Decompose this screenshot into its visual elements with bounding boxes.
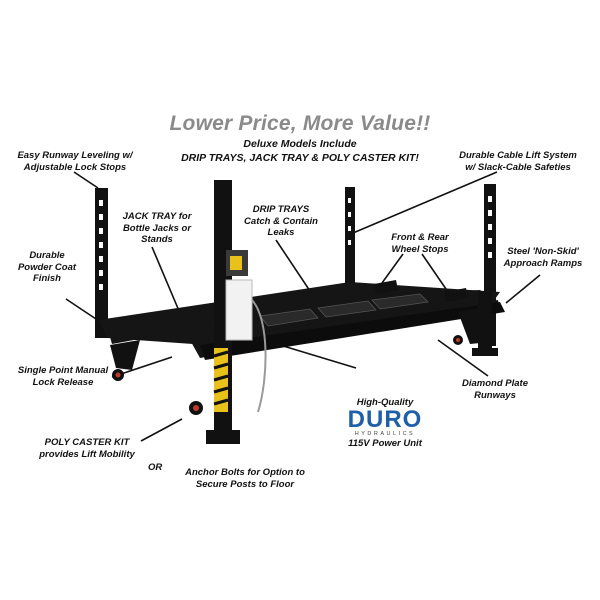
callout-powder-coat: Durable Powder Coat Finish xyxy=(17,250,77,284)
lock-ladder-slots xyxy=(99,196,492,290)
callout-diamond-plate: Diamond Plate Runways xyxy=(462,378,528,401)
callout-lock-release: Single Point Manual Lock Release xyxy=(17,365,109,388)
deluxe-subheading: Deluxe Models Include xyxy=(243,138,357,150)
front-crossbar xyxy=(200,302,505,360)
power-unit-callout: High-Quality DURO HYDRAULICS 115V Power … xyxy=(340,397,430,449)
or-label: OR xyxy=(148,462,163,473)
drip-trays xyxy=(259,293,429,327)
callout-lines xyxy=(65,171,541,442)
duro-hydraulics-text: HYDRAULICS xyxy=(354,431,416,437)
callout-anchor-bolts: Anchor Bolts for Option to Secure Posts … xyxy=(185,467,305,490)
front-right-post xyxy=(478,292,492,354)
callout-approach-ramps: Steel 'Non-Skid' Approach Ramps xyxy=(503,246,583,269)
callout-jack-tray: JACK TRAY for Bottle Jacks or Stands xyxy=(122,211,192,245)
power-unit-spec: 115V Power Unit xyxy=(348,438,422,449)
callout-wheel-stops: Front & Rear Wheel Stops xyxy=(391,232,449,255)
duro-logo: DURO xyxy=(347,406,423,433)
included-features: DRIP TRAYS, JACK TRAY & POLY CASTER KIT! xyxy=(181,152,419,164)
callout-caster-kit: POLY CASTER KIT provides Lift Mobility xyxy=(39,437,135,460)
headline: Lower Price, More Value!! xyxy=(169,112,431,135)
wheel-stops xyxy=(374,280,468,302)
front-right-base xyxy=(472,348,498,356)
power-post xyxy=(206,180,267,444)
callout-drip-trays: DRIP TRAYS Catch & Contain Leaks xyxy=(244,204,318,238)
callout-cable-lift: Durable Cable Lift System w/ Slack-Cable… xyxy=(459,150,577,173)
caster-wheels xyxy=(112,335,463,415)
quality-label: High-Quality xyxy=(356,397,414,408)
callout-runway-leveling: Easy Runway Leveling w/ Adjustable Lock … xyxy=(17,150,133,173)
